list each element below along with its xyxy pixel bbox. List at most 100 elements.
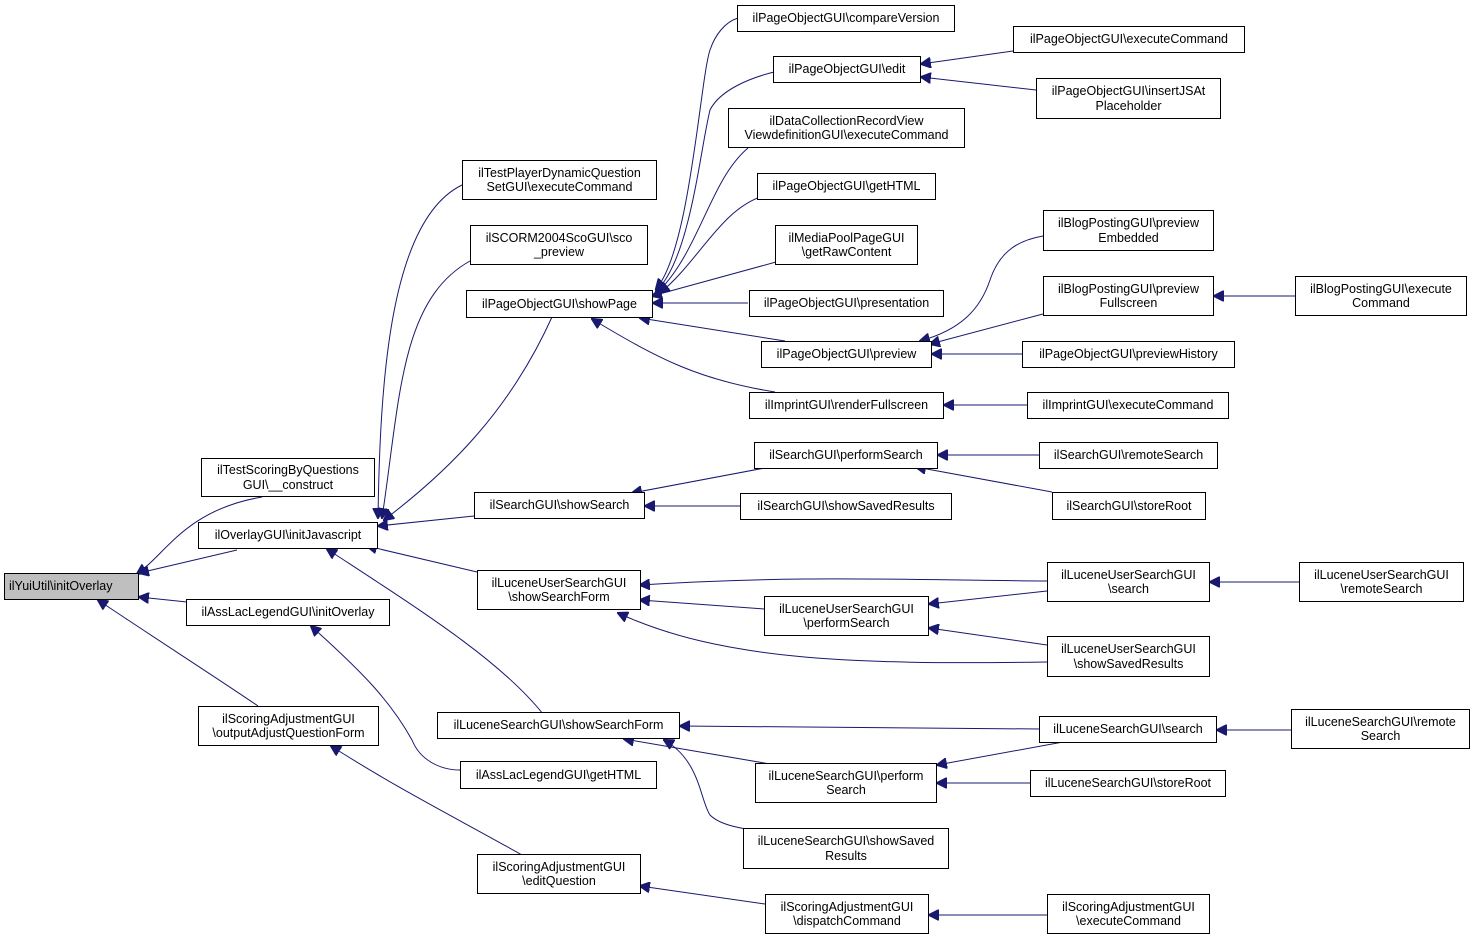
node-label: ilImprintGUI\renderFullscreen (764, 398, 929, 413)
node-label-2: ViewdefinitionGUI\executeCommand (744, 128, 949, 142)
edge-n20-n7 (592, 319, 776, 393)
node-yuiutil-initoverlay[interactable]: ilYuiUtil\initOverlay (4, 573, 139, 600)
node-label: ilScoringAdjustmentGUI (222, 711, 355, 726)
node-testplayerdynamic-executecommand[interactable]: ilTestPlayerDynamicQuestion SetGUI\execu… (462, 160, 657, 200)
node-pageobjectgui-previewhistory[interactable]: ilPageObjectGUI\previewHistory (1022, 341, 1235, 368)
node-label: ilLuceneSearchGUI\showSaved (757, 834, 935, 848)
node-luceneusersearch-performsearch[interactable]: ilLuceneUserSearchGUI \performSearch (764, 596, 929, 636)
edge-n26-n12 (640, 886, 766, 905)
edge-n36-n9 (618, 613, 1048, 664)
node-searchgui-showsavedresults[interactable]: ilSearchGUI\showSavedResults (740, 493, 952, 520)
node-label: ilBlogPostingGUI\preview (1057, 216, 1200, 230)
node-label: ilLuceneUserSearchGUI (491, 575, 627, 590)
node-scoringadjustment-dispatchcommand[interactable]: ilScoringAdjustmentGUI \dispatchCommand (765, 894, 929, 934)
edge-n37-n10 (680, 726, 1040, 729)
node-label: ilLuceneUserSearchGUI (779, 601, 914, 616)
node-luceneusersearch-search[interactable]: ilLuceneUserSearchGUI \search (1047, 562, 1210, 602)
node-label: ilYuiUtil\initOverlay (9, 579, 113, 594)
node-lucenesearch-search[interactable]: ilLuceneSearchGUI\search (1039, 716, 1217, 743)
edge-n15-n7 (658, 147, 749, 292)
edge-n14-n7 (656, 71, 775, 291)
node-blogposting-previewfullscreen[interactable]: ilBlogPostingGUI\preview Fullscreen (1043, 276, 1214, 316)
node-label: ilSearchGUI\remoteSearch (1053, 448, 1204, 463)
edge-n8-n2 (378, 515, 475, 526)
node-label: ilPageObjectGUI\showPage (482, 296, 637, 311)
edge-n29-n19 (920, 235, 1044, 341)
node-label-2: \executeCommand (1076, 914, 1181, 928)
node-label: ilPageObjectGUI\compareVersion (752, 11, 940, 26)
node-label-2: SetGUI\executeCommand (486, 180, 633, 194)
node-label: ilSearchGUI\showSavedResults (757, 499, 935, 514)
node-pageobjectgui-showpage[interactable]: ilPageObjectGUI\showPage (466, 290, 653, 318)
node-pageobjectgui-executecommand[interactable]: ilPageObjectGUI\executeCommand (1013, 26, 1245, 53)
node-label: ilScoringAdjustmentGUI (492, 859, 626, 874)
edge-n28-n14 (921, 77, 1037, 91)
node-lucenesearch-performsearch[interactable]: ilLuceneSearchGUI\perform Search (755, 763, 937, 803)
edge-n2-n0 (139, 549, 238, 573)
edge-n13-n7 (656, 17, 739, 289)
node-label-2: Search (826, 783, 866, 797)
node-label: ilScoringAdjustmentGUI (1062, 899, 1195, 914)
node-imprintgui-executecommand[interactable]: ilImprintGUI\executeCommand (1027, 392, 1229, 419)
node-pageobjectgui-gethtml[interactable]: ilPageObjectGUI\getHTML (757, 173, 936, 200)
node-label: ilSearchGUI\storeRoot (1066, 498, 1192, 513)
node-searchgui-storeroot[interactable]: ilSearchGUI\storeRoot (1052, 492, 1206, 520)
node-pageobjectgui-presentation[interactable]: ilPageObjectGUI\presentation (749, 290, 944, 317)
node-luceneusersearch-remotesearch[interactable]: ilLuceneUserSearchGUI \remoteSearch (1299, 562, 1464, 602)
edge-n11-n3 (311, 626, 461, 771)
node-pageobjectgui-compareversion[interactable]: ilPageObjectGUI\compareVersion (737, 5, 955, 32)
edge-n9-n2 (367, 546, 478, 573)
node-label: ilLuceneSearchGUI\showSearchForm (453, 718, 664, 733)
node-pageobjectgui-preview[interactable]: ilPageObjectGUI\preview (761, 341, 932, 368)
edge-n16-n7 (660, 195, 764, 293)
node-lucenesearch-remotesearch[interactable]: ilLuceneSearchGUI\remote Search (1291, 709, 1470, 749)
node-searchgui-performsearch[interactable]: ilSearchGUI\performSearch (754, 442, 938, 469)
node-label: ilPageObjectGUI\getHTML (772, 179, 921, 194)
node-label: ilLuceneSearchGUI\perform (768, 768, 924, 783)
node-luceneusersearch-showsavedresults[interactable]: ilLuceneUserSearchGUI \showSavedResults (1047, 636, 1210, 677)
node-label: ilSearchGUI\performSearch (769, 448, 923, 463)
node-lucenesearch-storeroot[interactable]: ilLuceneSearchGUI\storeRoot (1030, 770, 1226, 797)
node-label: ilAssLacLegendGUI\getHTML (475, 767, 642, 782)
node-label-2: \showSearchForm (508, 590, 610, 604)
node-asslaclegendgui-gethtml[interactable]: ilAssLacLegendGUI\getHTML (460, 761, 657, 789)
node-pageobjectgui-insertjsatplaceholder[interactable]: ilPageObjectGUI\insertJSAt Placeholder (1036, 78, 1221, 119)
node-blogposting-previewembedded[interactable]: ilBlogPostingGUI\preview Embedded (1043, 210, 1214, 251)
node-label: ilLuceneSearchGUI\storeRoot (1044, 776, 1212, 791)
edge-n35-n9 (640, 578, 1048, 585)
edge-n34-n21 (916, 467, 1053, 493)
node-label-2: GUI\__construct (242, 477, 334, 492)
node-label: ilLuceneUserSearchGUI (1061, 642, 1196, 656)
node-label: ilDataCollectionRecordView (769, 113, 924, 128)
node-label: ilPageObjectGUI\previewHistory (1039, 347, 1218, 362)
node-testscoringbyquestions-construct[interactable]: ilTestScoringByQuestions GUI\__construct (201, 458, 375, 497)
edge-n3-n0 (139, 597, 188, 602)
edge-n4-n0 (98, 600, 259, 707)
node-label: ilBlogPostingGUI\execute (1310, 281, 1452, 296)
node-scoringadjustment-outputadjust[interactable]: ilScoringAdjustmentGUI \outputAdjustQues… (198, 706, 379, 746)
edge-n36-n23 (929, 628, 1048, 646)
edge-n6-n2 (382, 260, 471, 518)
edge-n19-n7 (640, 318, 786, 342)
node-overlaygui-initjavascript[interactable]: ilOverlayGUI\initJavascript (198, 522, 378, 549)
node-asslaclegendgui-initoverlay[interactable]: ilAssLacLegendGUI\initOverlay (186, 599, 390, 626)
node-luceneusersearch-showsearchform[interactable]: ilLuceneUserSearchGUI \showSearchForm (477, 570, 641, 610)
node-blogposting-executecommand[interactable]: ilBlogPostingGUI\execute Command (1295, 276, 1467, 316)
node-scorm2004sco-preview[interactable]: ilSCORM2004ScoGUI\sco _preview (470, 225, 648, 265)
node-pageobjectgui-edit[interactable]: ilPageObjectGUI\edit (773, 56, 921, 83)
node-label-2: \showSavedResults (1073, 656, 1184, 671)
node-mediapoolpage-getrawcontent[interactable]: ilMediaPoolPageGUI \getRawContent (775, 225, 918, 265)
node-label: ilPageObjectGUI\insertJSAt (1051, 84, 1206, 98)
node-label: ilLuceneUserSearchGUI (1061, 567, 1196, 582)
node-label-2: Search (1360, 729, 1401, 743)
node-scoringadjustment-executecommand[interactable]: ilScoringAdjustmentGUI \executeCommand (1047, 894, 1210, 934)
node-lucenesearch-showsavedresults[interactable]: ilLuceneSearchGUI\showSaved Results (743, 828, 949, 869)
node-lucenesearch-showsearchform[interactable]: ilLuceneSearchGUI\showSearchForm (437, 712, 680, 739)
node-searchgui-remotesearch[interactable]: ilSearchGUI\remoteSearch (1039, 442, 1218, 469)
node-searchgui-showsearch[interactable]: ilSearchGUI\showSearch (474, 492, 645, 519)
node-scoringadjustment-editquestion[interactable]: ilScoringAdjustmentGUI \editQuestion (477, 854, 641, 894)
node-label-2: \getRawContent (801, 245, 892, 259)
node-imprintgui-renderfullscreen[interactable]: ilImprintGUI\renderFullscreen (749, 392, 944, 419)
node-label-2: \remoteSearch (1340, 582, 1423, 596)
node-datacollection-executecommand[interactable]: ilDataCollectionRecordView Viewdefinitio… (728, 108, 965, 148)
